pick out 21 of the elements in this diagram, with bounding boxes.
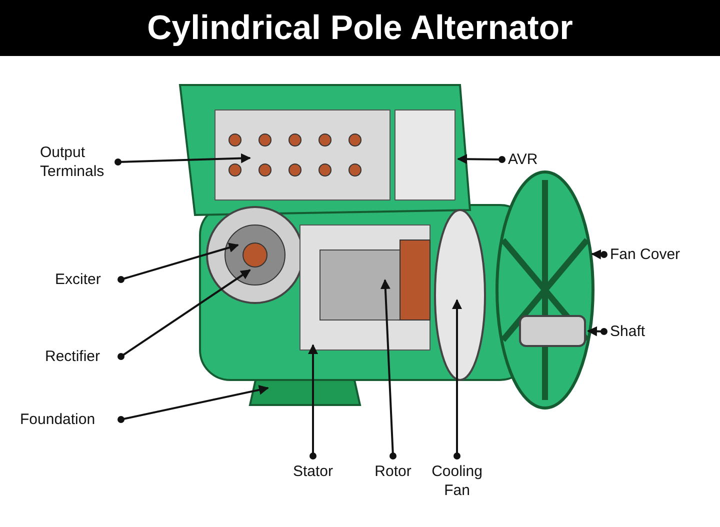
part-label: Exciter (55, 270, 115, 289)
leader-line (457, 154, 506, 164)
part-label: Cooling Fan (427, 462, 487, 500)
leader-line (118, 269, 251, 360)
leader-line (308, 344, 318, 460)
part-label: Foundation (20, 410, 115, 429)
leader-line (114, 153, 251, 166)
leader-line (118, 385, 269, 423)
leader-line (118, 242, 239, 283)
part-label: Rectifier (45, 347, 115, 366)
leader-line (591, 249, 608, 260)
part-label: Rotor (368, 462, 418, 481)
leader-line (452, 299, 462, 460)
part-label: Output Terminals (40, 143, 112, 181)
part-label: Stator (282, 462, 344, 481)
part-label: Fan Cover (610, 245, 700, 264)
title: Cylindrical Pole Alternator (0, 0, 720, 56)
part-label: AVR (508, 150, 558, 169)
part-label: Shaft (610, 322, 670, 341)
leader-line (380, 279, 396, 460)
leader-line (587, 326, 608, 336)
